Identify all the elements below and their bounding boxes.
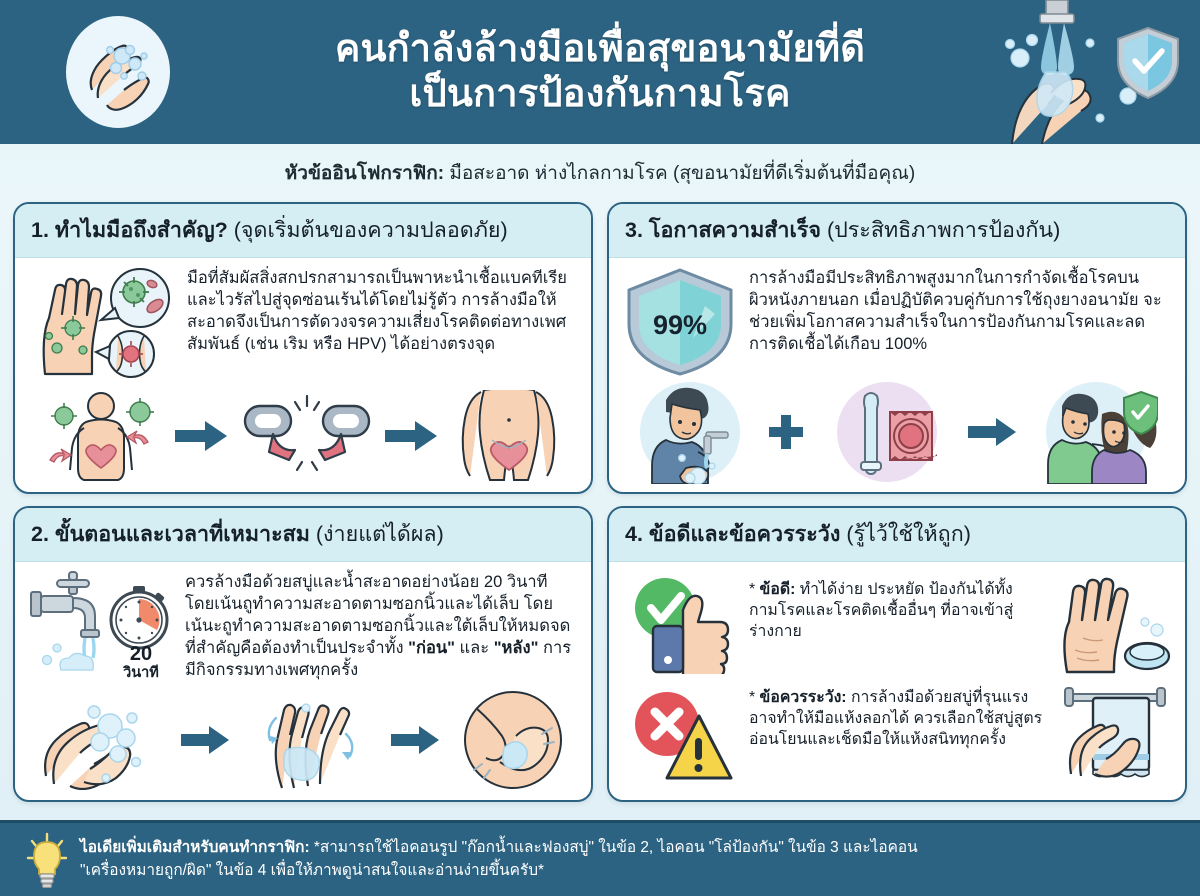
title-line-2: เป็นการป้องกันกามโรค bbox=[409, 73, 791, 115]
card-2-paragraph: ควรล้างมือด้วยสบู่และน้ำสะอาดอย่างน้อย 2… bbox=[185, 570, 579, 682]
hands-washing-icon bbox=[66, 16, 170, 128]
faucet-hands-shield-icon bbox=[1004, 0, 1179, 144]
broken-chain-icon bbox=[243, 394, 371, 472]
card-1-body: มือที่สัมผัสสิ่งสกปรกสามารถเป็นพาหะนำเชื… bbox=[15, 258, 591, 492]
arrow-right-icon bbox=[181, 726, 230, 754]
card-1-sequence bbox=[27, 388, 579, 486]
rubbing-palms-icon bbox=[267, 703, 354, 789]
shield-99-percent-icon: 99% bbox=[627, 268, 733, 376]
card-4-pro-lead: ข้อดี: bbox=[759, 581, 796, 598]
footer-line-2: "เครื่องหมายถูก/ผิด" ในข้อ 4 เพื่อให้ภาพ… bbox=[80, 861, 544, 879]
card-2-sequence bbox=[27, 688, 579, 794]
arrow-right-icon bbox=[384, 421, 437, 451]
subtitle-label: หัวข้ออินโฟกราฟิก: bbox=[284, 163, 445, 184]
card-4-con-body: การล้างมือด้วยสบู่ที่รุนแรงอาจทำให้มือแห… bbox=[749, 689, 1043, 748]
card-4-header: 4. ข้อดีและข้อควรระวัง (รู้ไว้ใช้ให้ถูก) bbox=[609, 508, 1185, 562]
card-4-pros-and-cons: 4. ข้อดีและข้อควรระวัง (รู้ไว้ใช้ให้ถูก)… bbox=[607, 506, 1187, 802]
protected-couple-icon bbox=[1046, 382, 1158, 484]
card-4-con-text: * ข้อควรระวัง: การล้างมือด้วยสบู่ที่รุนแ… bbox=[749, 682, 1045, 751]
title-line-1: คนกำลังล้างมือเพื่อสุขอนามัยที่ดี bbox=[334, 28, 866, 71]
card-2-header: 2. ขั้นตอนและเวลาที่เหมาะสม (ง่ายแต่ได้ผ… bbox=[15, 508, 591, 562]
card-3-number: 3. bbox=[625, 218, 643, 242]
card-4-pro-body: ทำได้ง่าย ประหยัด ป้องกันได้ทั้งกามโรคแล… bbox=[749, 581, 1014, 640]
card-2-body: 20 วินาที ควรล้างมือด้วยสบู่และน้ำสะอาดอ… bbox=[15, 562, 591, 800]
card-3-title: โอกาสความสำเร็จ bbox=[642, 218, 827, 242]
check-thumbs-up-icon bbox=[635, 578, 730, 674]
card-3-paragraph: การล้างมือมีประสิทธิภาพสูงมากในการกำจัดเ… bbox=[749, 269, 1162, 353]
footer-note: ไอเดียเพิ่มเติมสำหรับคนทำกราฟิก: *สามารถ… bbox=[0, 820, 1200, 896]
card-2-text-pre: ควรล้างมือด้วยสบู่และน้ำสะอาดอย่างน้อย 2… bbox=[185, 573, 571, 657]
card-1-number: 1. bbox=[31, 218, 49, 242]
subtitle-text: มือสะอาด ห่างไกลกามโรค (สุขอนามัยที่ดีเร… bbox=[444, 163, 916, 184]
towel-drying-hands-icon bbox=[1064, 687, 1166, 778]
arrow-right-icon bbox=[968, 418, 1016, 446]
card-2-text-post: การมีกิจกรรมทางเพศทุกครั้ง bbox=[185, 638, 572, 679]
card-2-number: 2. bbox=[31, 522, 49, 546]
footer-text: ไอเดียเพิ่มเติมสำหรับคนทำกราฟิก: *สามารถ… bbox=[80, 837, 918, 882]
hand-and-soap-icon bbox=[1063, 577, 1171, 674]
card-3-header: 3. โอกาสความสำเร็จ (ประสิทธิภาพการป้องกั… bbox=[609, 204, 1185, 258]
scrubbing-nails-icon bbox=[463, 691, 562, 789]
page-title: คนกำลังล้างมือเพื่อสุขอนามัยที่ดี เป็นกา… bbox=[335, 27, 865, 117]
card-1-why-hands-matter: 1. ทำไมมือถึงสำคัญ? (จุดเริ่มต้นของความป… bbox=[13, 202, 593, 494]
arrow-right-icon bbox=[175, 421, 228, 451]
card-4-number: 4. bbox=[625, 522, 643, 546]
card-4-con-lead: ข้อควรระวัง: bbox=[759, 689, 847, 706]
plus-icon bbox=[769, 415, 803, 449]
cards-grid: 1. ทำไมมือถึงสำคัญ? (จุดเริ่มต้นของความป… bbox=[0, 202, 1200, 802]
footer-lead: ไอเดียเพิ่มเติมสำหรับคนทำกราฟิก: bbox=[80, 839, 310, 857]
man-washing-hands-icon bbox=[640, 382, 740, 484]
card-4-pro-row: * ข้อดี: ทำได้ง่าย ประหยัด ป้องกันได้ทั้… bbox=[621, 570, 1173, 678]
card-3-success-rate: 3. โอกาสความสำเร็จ (ประสิทธิภาพการป้องกั… bbox=[607, 202, 1187, 494]
subtitle: หัวข้ออินโฟกราฟิก: มือสะอาด ห่างไกลกามโร… bbox=[285, 158, 915, 188]
card-3-paren: (ประสิทธิภาพการป้องกัน) bbox=[826, 218, 1061, 242]
card-1-paragraph: มือที่สัมผัสสิ่งสกปรกสามารถเป็นพาหะนำเชื… bbox=[187, 269, 567, 353]
card-2-steps-and-time: 2. ขั้นตอนและเวลาที่เหมาะสม (ง่ายแต่ได้ผ… bbox=[13, 506, 593, 802]
card-4-paren: (รู้ไว้ใช้ให้ถูก) bbox=[846, 522, 971, 546]
card-2-emph-after: "หลัง" bbox=[493, 638, 539, 657]
card-2-paren: (ง่ายแต่ได้ผล) bbox=[315, 522, 444, 546]
timer-value: 20 bbox=[129, 643, 153, 665]
cross-warning-icon bbox=[635, 692, 733, 780]
card-4-pro-bullet: * bbox=[749, 581, 756, 598]
lathering-hands-icon bbox=[44, 705, 142, 790]
card-4-pro-text: * ข้อดี: ทำได้ง่าย ประหยัด ป้องกันได้ทั้… bbox=[749, 574, 1045, 643]
timer-unit: วินาที bbox=[123, 664, 159, 681]
card-2-text-mid: และ bbox=[454, 638, 494, 657]
card-1-paren: (จุดเริ่มต้นของความปลอดภัย) bbox=[233, 218, 508, 242]
card-2-emph-before: "ก่อน" bbox=[408, 638, 455, 657]
subtitle-bar: หัวข้ออินโฟกราฟิก: มือสะอาด ห่างไกลกามโร… bbox=[0, 144, 1200, 202]
lightbulb-icon bbox=[26, 832, 68, 888]
hand-with-germs-icon bbox=[42, 268, 170, 378]
card-3-body: 99% การล้างมือมีประสิทธิภาพสูงมากในการกำ… bbox=[609, 258, 1185, 492]
card-4-body: * ข้อดี: ทำได้ง่าย ประหยัด ป้องกันได้ทั้… bbox=[609, 562, 1185, 800]
protected-body-icon bbox=[461, 390, 556, 481]
arrow-right-icon bbox=[390, 726, 439, 754]
card-2-title: ขั้นตอนและเวลาที่เหมาะสม bbox=[48, 522, 316, 546]
body-with-germs-icon bbox=[48, 392, 154, 481]
shield-percent-label: 99% bbox=[653, 310, 707, 340]
card-4-title: ข้อดีและข้อควรระวัง bbox=[642, 522, 847, 546]
card-4-con-bullet: * bbox=[749, 689, 756, 706]
header-banner: คนกำลังล้างมือเพื่อสุขอนามัยที่ดี เป็นกา… bbox=[0, 0, 1200, 144]
faucet-and-stopwatch-icon bbox=[30, 571, 169, 671]
card-4-con-row: * ข้อควรระวัง: การล้างมือด้วยสบู่ที่รุนแ… bbox=[621, 678, 1173, 786]
card-3-sequence bbox=[621, 378, 1173, 488]
card-1-header: 1. ทำไมมือถึงสำคัญ? (จุดเริ่มต้นของความป… bbox=[15, 204, 591, 258]
footer-line-1: *สามารถใช้ไอคอนรูป "ก๊อกน้ำและฟองสบู่" ใ… bbox=[309, 839, 918, 857]
condom-icon bbox=[837, 382, 937, 482]
card-1-title: ทำไมมือถึงสำคัญ? bbox=[48, 218, 234, 242]
